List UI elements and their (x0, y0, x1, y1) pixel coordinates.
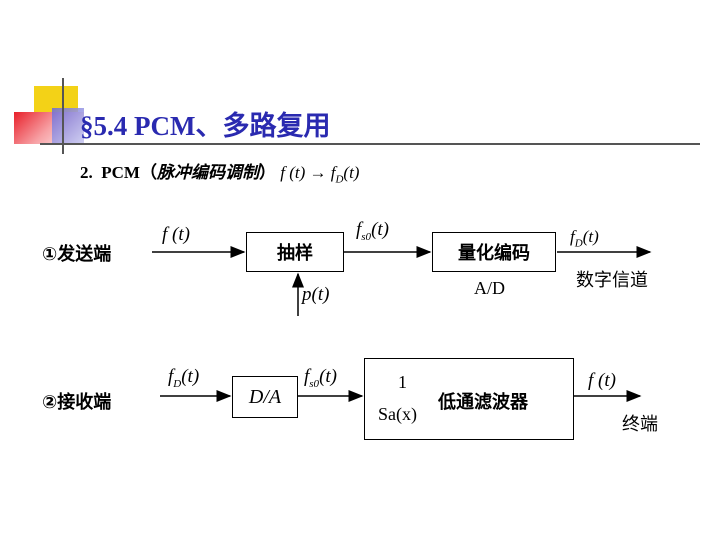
subtitle-number: 2. (80, 163, 93, 182)
sender-label: ①发送端 (42, 244, 112, 265)
da-box: D/A (232, 376, 298, 418)
filter-denominator: Sa(x) (378, 404, 417, 424)
receiver-label: ②接收端 (42, 392, 112, 413)
sampled-signal: fs0(t) (356, 219, 389, 243)
decor-blue-square (52, 108, 84, 144)
decor-horizontal-line (40, 143, 700, 145)
decor-vertical-line (62, 78, 64, 154)
receiver-input-signal: fD(t) (168, 366, 200, 390)
receiver-mid-signal: fs0(t) (304, 366, 337, 390)
receiver-output-signal: f (t) (588, 370, 616, 391)
subtitle-close: ） (258, 163, 276, 182)
digital-channel-label: 数字信道 (576, 270, 648, 291)
slide-subtitle: 2. PCM（脉冲编码调制） f (t) → fD(t) (80, 158, 359, 185)
filter-label: 低通滤波器 (438, 392, 528, 413)
sampler-box: 抽样 (246, 232, 344, 272)
filter-numerator: 1 (398, 372, 407, 392)
slide-title: §5.4 PCM、多路复用 (80, 111, 331, 141)
pulse-signal: p(t) (302, 284, 330, 305)
subtitle-math: f (t) → fD(t) (280, 163, 360, 186)
encoder-box: 量化编码 (432, 232, 556, 272)
lowpass-filter-box (364, 358, 574, 440)
sender-input-signal: f (t) (162, 224, 190, 245)
terminal-label: 终端 (622, 414, 658, 435)
sender-output-signal: fD(t) (570, 227, 599, 250)
ad-label: A/D (474, 278, 505, 298)
subtitle-chinese: 脉冲编码调制 (156, 163, 259, 183)
subtitle-pcm: PCM（ (101, 163, 157, 182)
